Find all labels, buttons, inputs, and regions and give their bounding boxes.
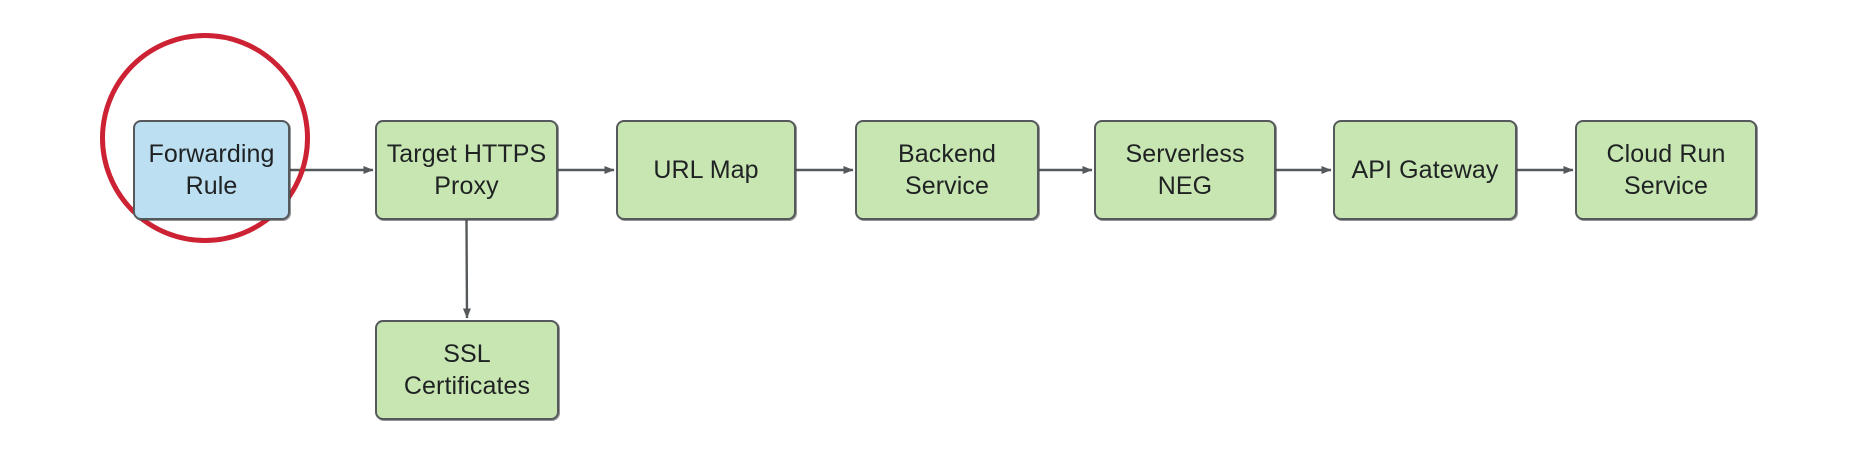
node-label-api-gateway: API Gateway: [1351, 156, 1499, 184]
node-label-backend-service: Backend Service: [898, 140, 996, 200]
node-label-ssl-certificates: SSL Certificates: [403, 340, 531, 400]
node-url-map[interactable]: URL Map: [616, 120, 796, 220]
node-label-target-https-proxy: Target HTTPS Proxy: [386, 140, 547, 200]
edge-target-https-proxy-to-ssl-certificates: [462, 219, 471, 319]
node-label-serverless-neg: Serverless NEG: [1125, 140, 1245, 200]
node-forwarding-rule[interactable]: Forwarding Rule: [133, 120, 290, 220]
node-api-gateway[interactable]: API Gateway: [1333, 120, 1517, 220]
node-backend-service[interactable]: Backend Service: [855, 120, 1039, 220]
node-label-forwarding-rule: Forwarding Rule: [148, 140, 275, 200]
node-target-https-proxy[interactable]: Target HTTPS Proxy: [375, 120, 558, 220]
node-serverless-neg[interactable]: Serverless NEG: [1094, 120, 1276, 220]
node-label-cloud-run-service: Cloud Run Service: [1606, 140, 1726, 200]
highlight-circle-forwarding-rule: [100, 33, 310, 243]
node-ssl-certificates[interactable]: SSL Certificates: [375, 320, 559, 420]
node-cloud-run-service[interactable]: Cloud Run Service: [1575, 120, 1757, 220]
node-label-url-map: URL Map: [653, 156, 759, 184]
